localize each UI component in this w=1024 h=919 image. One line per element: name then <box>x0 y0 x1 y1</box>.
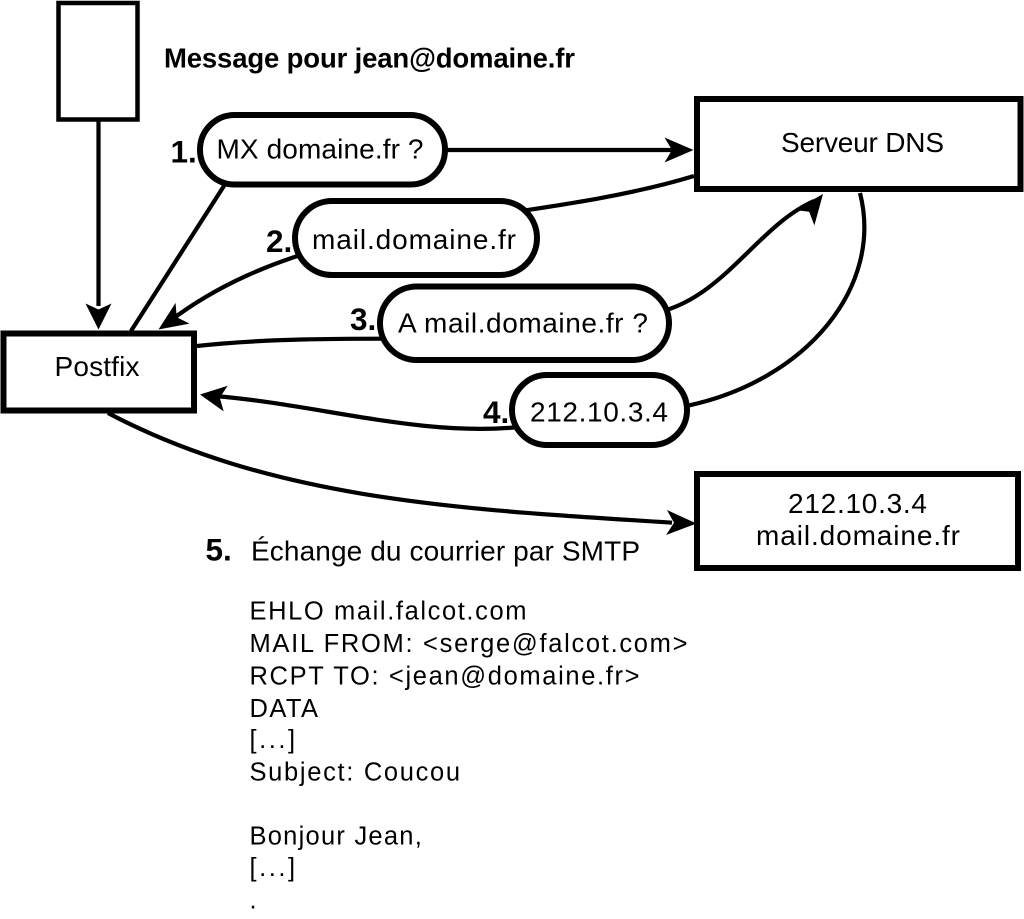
svg-text:212.10.3.4: 212.10.3.4 <box>530 397 668 428</box>
svg-text:mail.domaine.fr: mail.domaine.fr <box>756 520 960 551</box>
svg-text:EHLO mail.falcot.com: EHLO mail.falcot.com <box>250 598 527 626</box>
svg-text:Postfix: Postfix <box>55 351 140 382</box>
svg-text:1.: 1. <box>171 134 197 170</box>
svg-text:MX domaine.fr ?: MX domaine.fr ? <box>217 134 424 165</box>
svg-text:212.10.3.4: 212.10.3.4 <box>788 488 927 519</box>
svg-text:[...]: [...] <box>250 726 296 754</box>
svg-text:mail.domaine.fr: mail.domaine.fr <box>312 224 516 255</box>
svg-text:5.: 5. <box>206 532 232 568</box>
svg-text:[...]: [...] <box>250 854 296 882</box>
svg-text:.: . <box>250 887 257 915</box>
svg-text:Message pour jean@domaine.fr: Message pour jean@domaine.fr <box>164 43 575 74</box>
svg-text:A mail.domaine.fr ?: A mail.domaine.fr ? <box>398 308 648 339</box>
svg-text:Serveur DNS: Serveur DNS <box>781 127 944 158</box>
svg-text:Bonjour Jean,: Bonjour Jean, <box>250 823 422 851</box>
svg-text:3.: 3. <box>350 301 376 337</box>
svg-text:Échange du courrier par SMTP: Échange du courrier par SMTP <box>251 536 640 567</box>
svg-text:DATA: DATA <box>250 695 319 723</box>
svg-text:2.: 2. <box>266 223 292 259</box>
svg-text:RCPT TO: <jean@domaine.fr>: RCPT TO: <jean@domaine.fr> <box>250 663 640 691</box>
svg-text:Subject: Coucou: Subject: Coucou <box>250 758 461 786</box>
svg-text:4.: 4. <box>483 394 509 430</box>
